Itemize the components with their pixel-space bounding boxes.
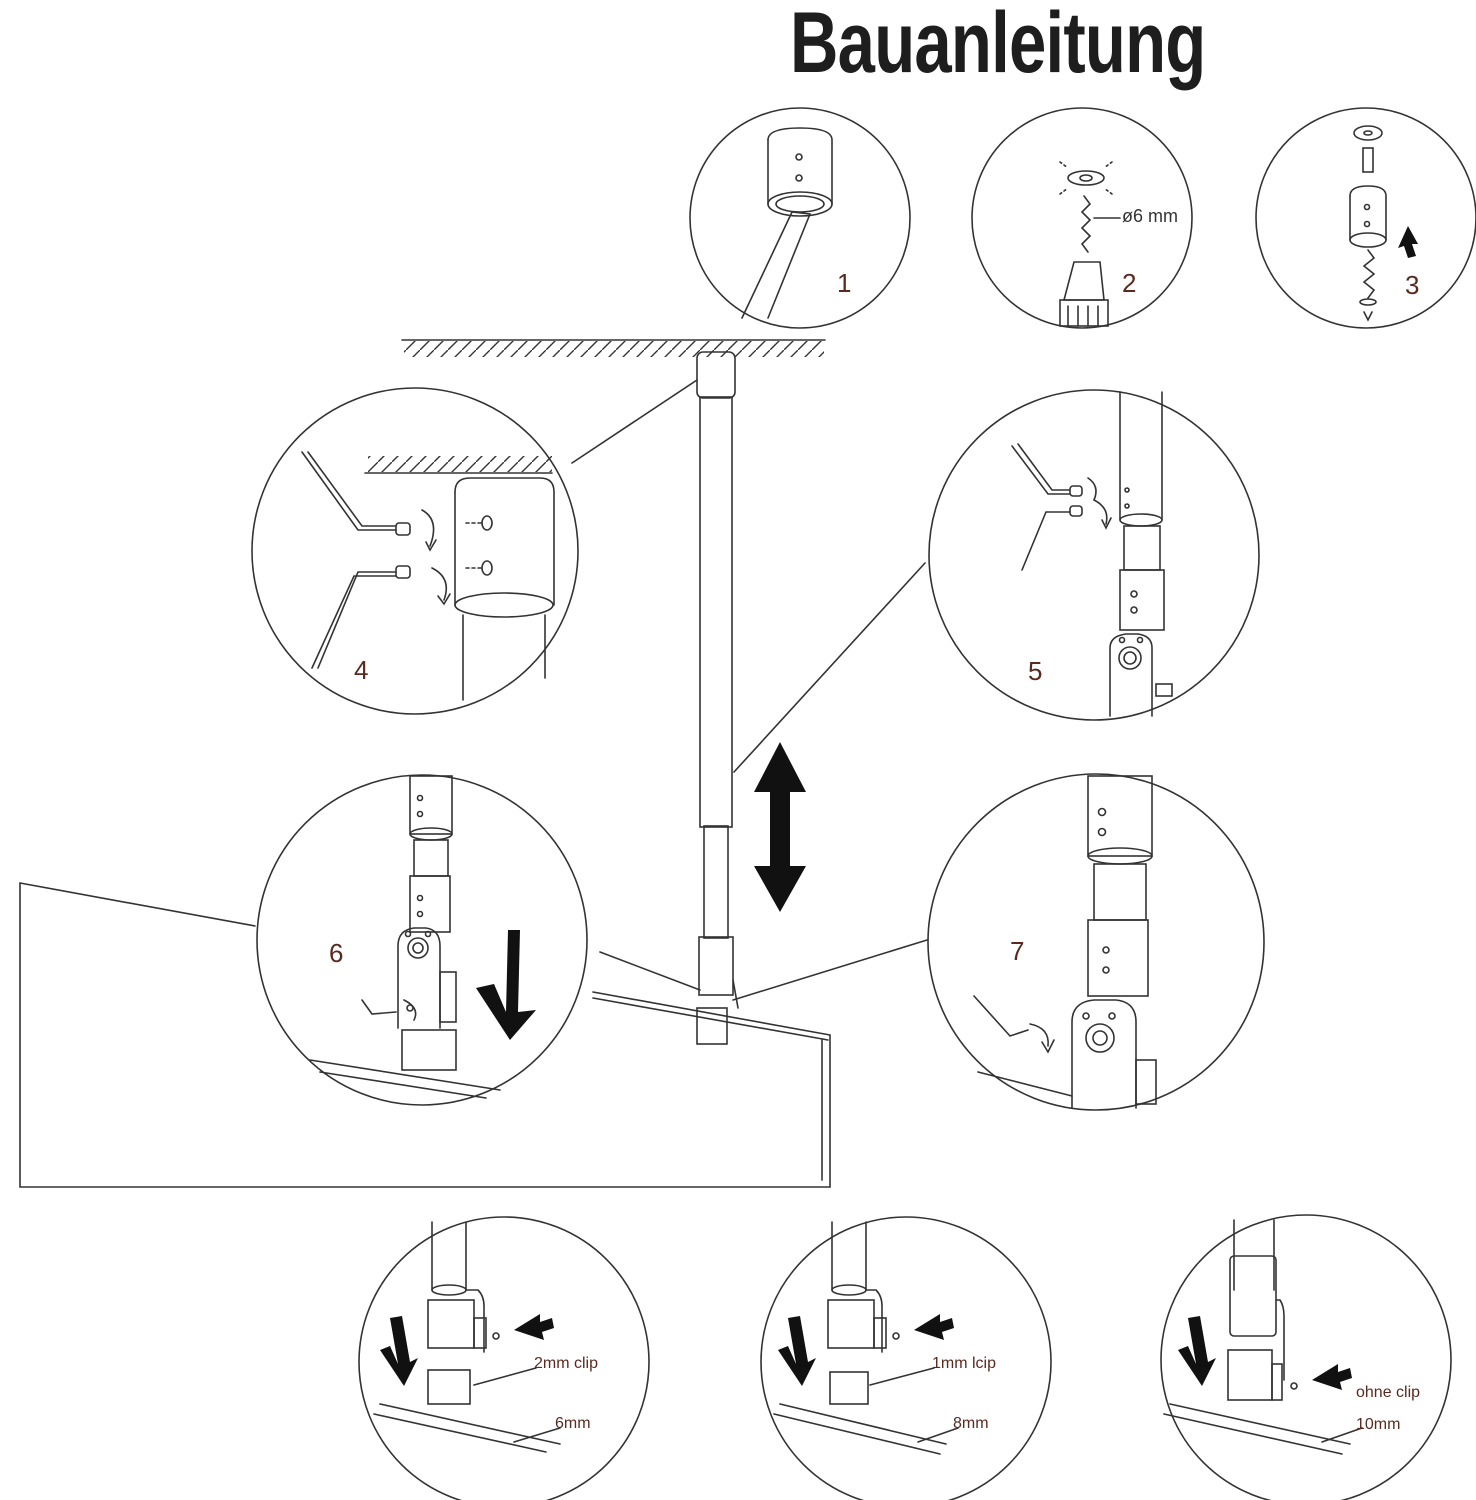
variant-10mm-detail <box>1160 1214 1452 1500</box>
step-number-4: 4 <box>354 655 369 685</box>
step-number-7: 7 <box>1010 936 1025 966</box>
variant-2-clip-label: 1mm lcip <box>932 1355 997 1372</box>
step-number-6: 6 <box>329 938 344 968</box>
variant-1-glass-label: 6mm <box>555 1415 591 1432</box>
step-1-detail <box>689 107 911 329</box>
variant-1-clip-label: 2mm clip <box>534 1355 599 1372</box>
step-number-3: 3 <box>1405 270 1420 300</box>
variant-2-glass-label: 8mm <box>953 1415 989 1432</box>
step-2-detail <box>971 107 1193 329</box>
glass-panel <box>19 882 831 1188</box>
variant-3-clip-label: ohne clip <box>1356 1384 1421 1401</box>
page-title: Bauanleitung <box>790 0 1206 91</box>
step-4-detail <box>251 387 579 715</box>
variant-2mm-detail <box>358 1216 650 1500</box>
leader-lines <box>571 379 928 1001</box>
adjust-arrow-icon <box>754 742 806 912</box>
variant-8mm-detail <box>760 1216 1052 1500</box>
step-7-detail <box>927 773 1265 1111</box>
step-number-2: 2 <box>1122 268 1137 298</box>
step-number-5: 5 <box>1028 656 1043 686</box>
step-3-detail <box>1255 107 1476 329</box>
step-6-detail <box>256 774 588 1106</box>
step-number-1: 1 <box>837 268 852 298</box>
ceiling <box>401 339 826 357</box>
variant-3-glass-label: 10mm <box>1356 1416 1401 1433</box>
support-rod <box>696 351 739 1045</box>
step-5-detail <box>928 389 1260 721</box>
drill-diameter-label: ø6 mm <box>1122 206 1178 226</box>
